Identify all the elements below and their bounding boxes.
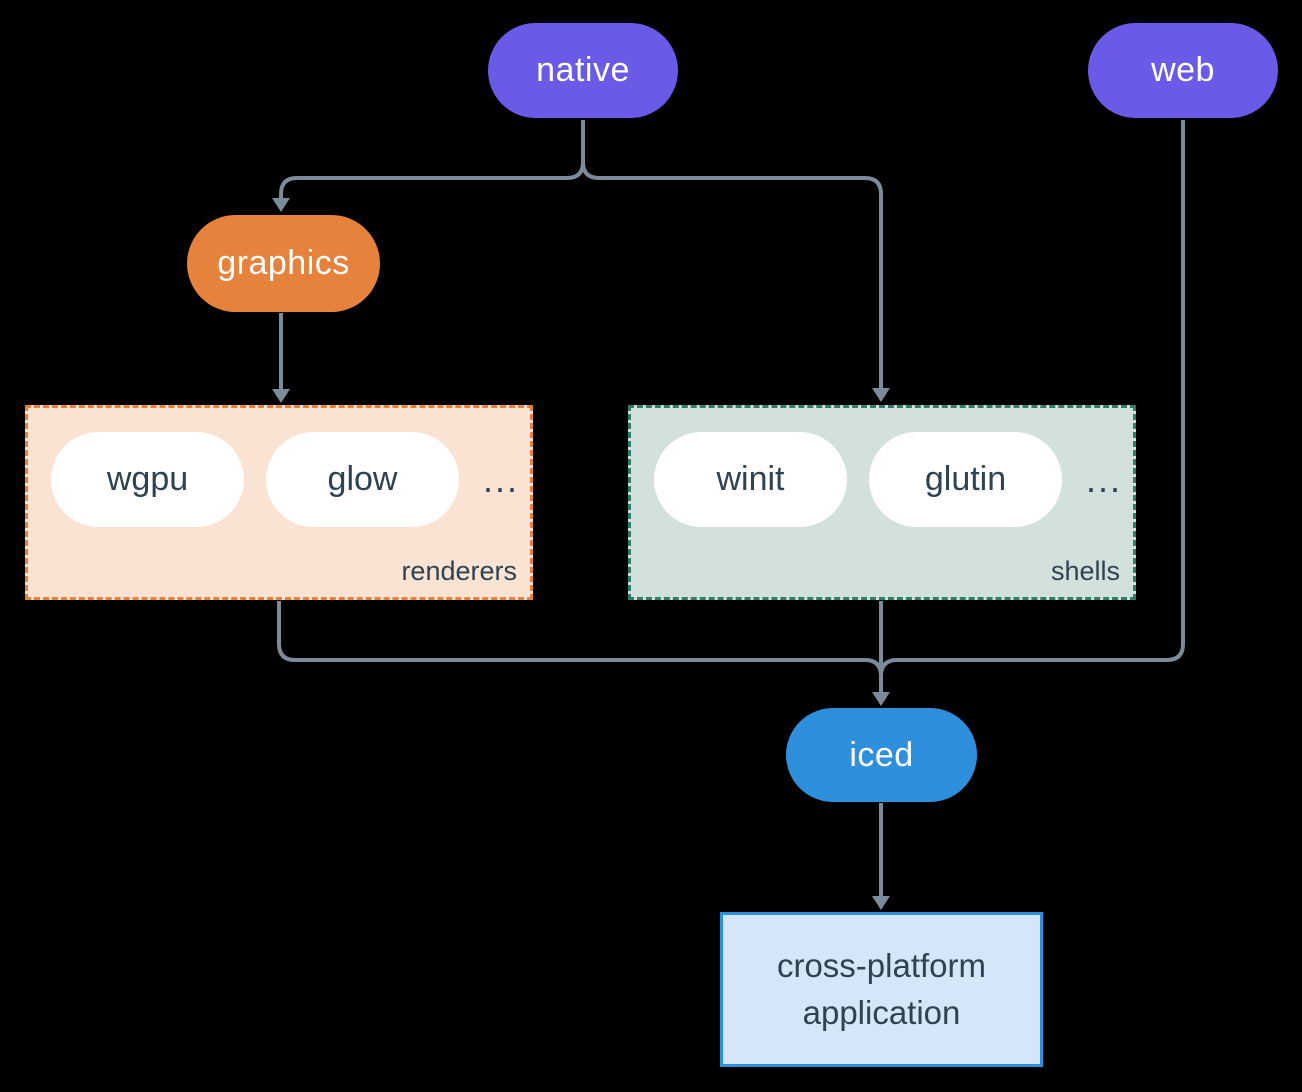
arrowhead-graphics	[272, 198, 290, 212]
node-winit-label: winit	[716, 460, 785, 498]
edge-native-graphics	[279, 120, 585, 199]
node-wgpu-label: wgpu	[106, 460, 189, 498]
group-shells: winit glutin ... shells	[628, 405, 1136, 600]
group-renderers-label: renderers	[401, 556, 517, 586]
group-renderers: wgpu glow ... renderers	[25, 405, 533, 600]
node-graphics: graphics	[187, 215, 380, 312]
node-native: native	[488, 23, 678, 118]
node-native-label: native	[536, 51, 630, 89]
node-glutin: glutin	[869, 432, 1062, 527]
node-application: cross-platform application	[720, 912, 1043, 1067]
arrowhead-renderers	[272, 389, 290, 403]
node-iced-label: iced	[849, 735, 914, 774]
arrowhead-iced	[872, 692, 890, 706]
shells-ellipsis: ...	[1085, 458, 1122, 500]
arrowhead-shells	[872, 388, 890, 402]
node-graphics-label: graphics	[217, 244, 350, 282]
edge-renderers-iced	[277, 601, 883, 677]
node-web: web	[1088, 23, 1278, 118]
node-iced: iced	[786, 708, 977, 802]
group-shells-label: shells	[1050, 556, 1120, 586]
renderers-ellipsis: ...	[482, 458, 519, 500]
node-glow-label: glow	[327, 460, 398, 498]
arrowhead-application	[872, 896, 890, 910]
edge-native-shells	[581, 120, 883, 389]
node-wgpu: wgpu	[51, 432, 244, 527]
node-glutin-label: glutin	[924, 460, 1007, 498]
node-application-label: cross-platform application	[776, 946, 987, 1031]
node-glow: glow	[266, 432, 459, 527]
node-web-label: web	[1151, 51, 1215, 89]
node-winit: winit	[654, 432, 847, 527]
